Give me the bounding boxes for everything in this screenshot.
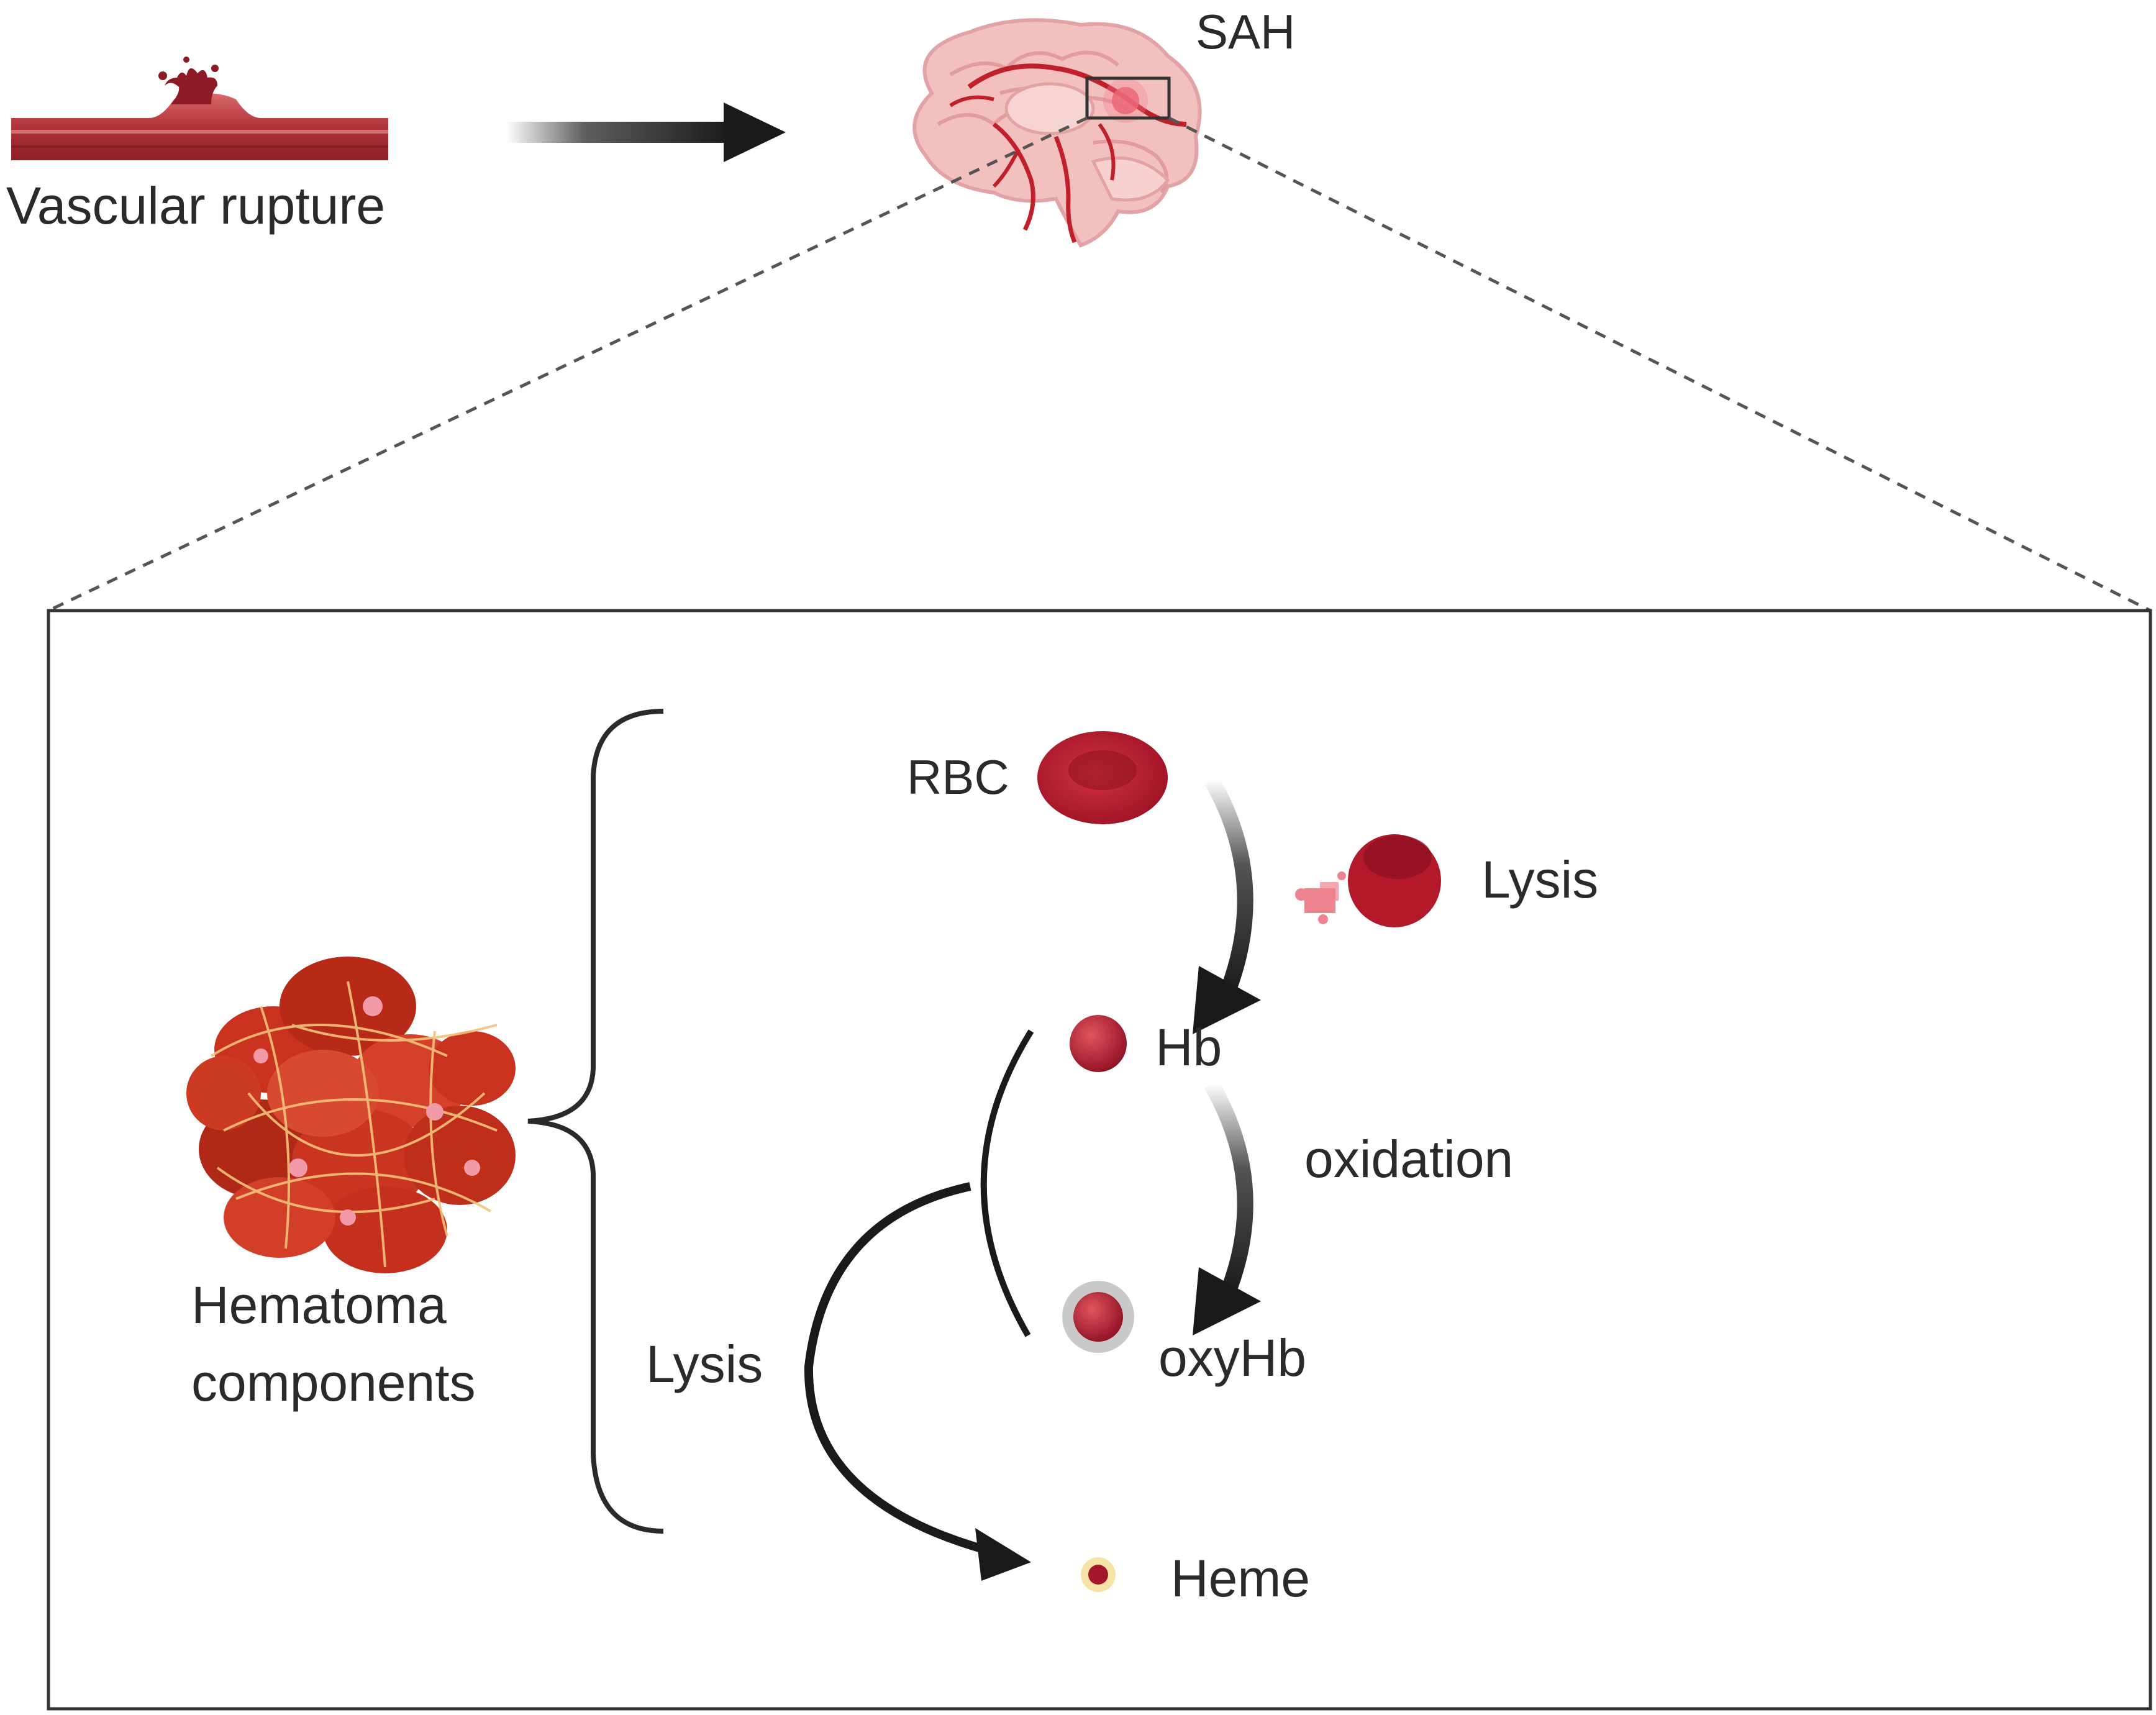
lysis-heme-arrow (804, 1029, 1034, 1557)
oxyhemoglobin-icon (1062, 1281, 1134, 1353)
lysis-arrow (1193, 775, 1261, 1034)
vascular-rupture-label: Vascular rupture (6, 176, 385, 235)
heme-icon (1081, 1557, 1116, 1592)
brain-icon (912, 18, 1202, 248)
zoom-lines (47, 116, 2152, 612)
hematoma-label-line2: components (191, 1353, 476, 1412)
hematoma-label-line1: Hematoma (191, 1276, 447, 1334)
oxyhb-label: oxyHb (1158, 1329, 1306, 1387)
oxidation-label: oxidation (1304, 1130, 1513, 1188)
hematoma-clot-icon (186, 957, 516, 1273)
zoom-panel (47, 609, 2152, 1711)
red-blood-cell-icon (1037, 731, 1168, 824)
heme-label: Heme (1171, 1549, 1310, 1608)
heme-arrowhead (975, 1528, 1031, 1581)
curly-brace (527, 709, 664, 1534)
ruptured-vessel-icon (11, 57, 388, 160)
rbc-label: RBC (907, 750, 1009, 804)
hemoglobin-icon (1070, 1015, 1127, 1072)
oxidation-arrow (1193, 1080, 1261, 1335)
sah-label: SAH (1196, 4, 1295, 59)
lysis-top-label: Lysis (1481, 850, 1598, 909)
lysis-left-label: Lysis (646, 1335, 763, 1393)
progression-arrow (506, 102, 786, 162)
hb-label: Hb (1155, 1018, 1222, 1076)
lysed-rbc-icon (1295, 834, 1441, 927)
